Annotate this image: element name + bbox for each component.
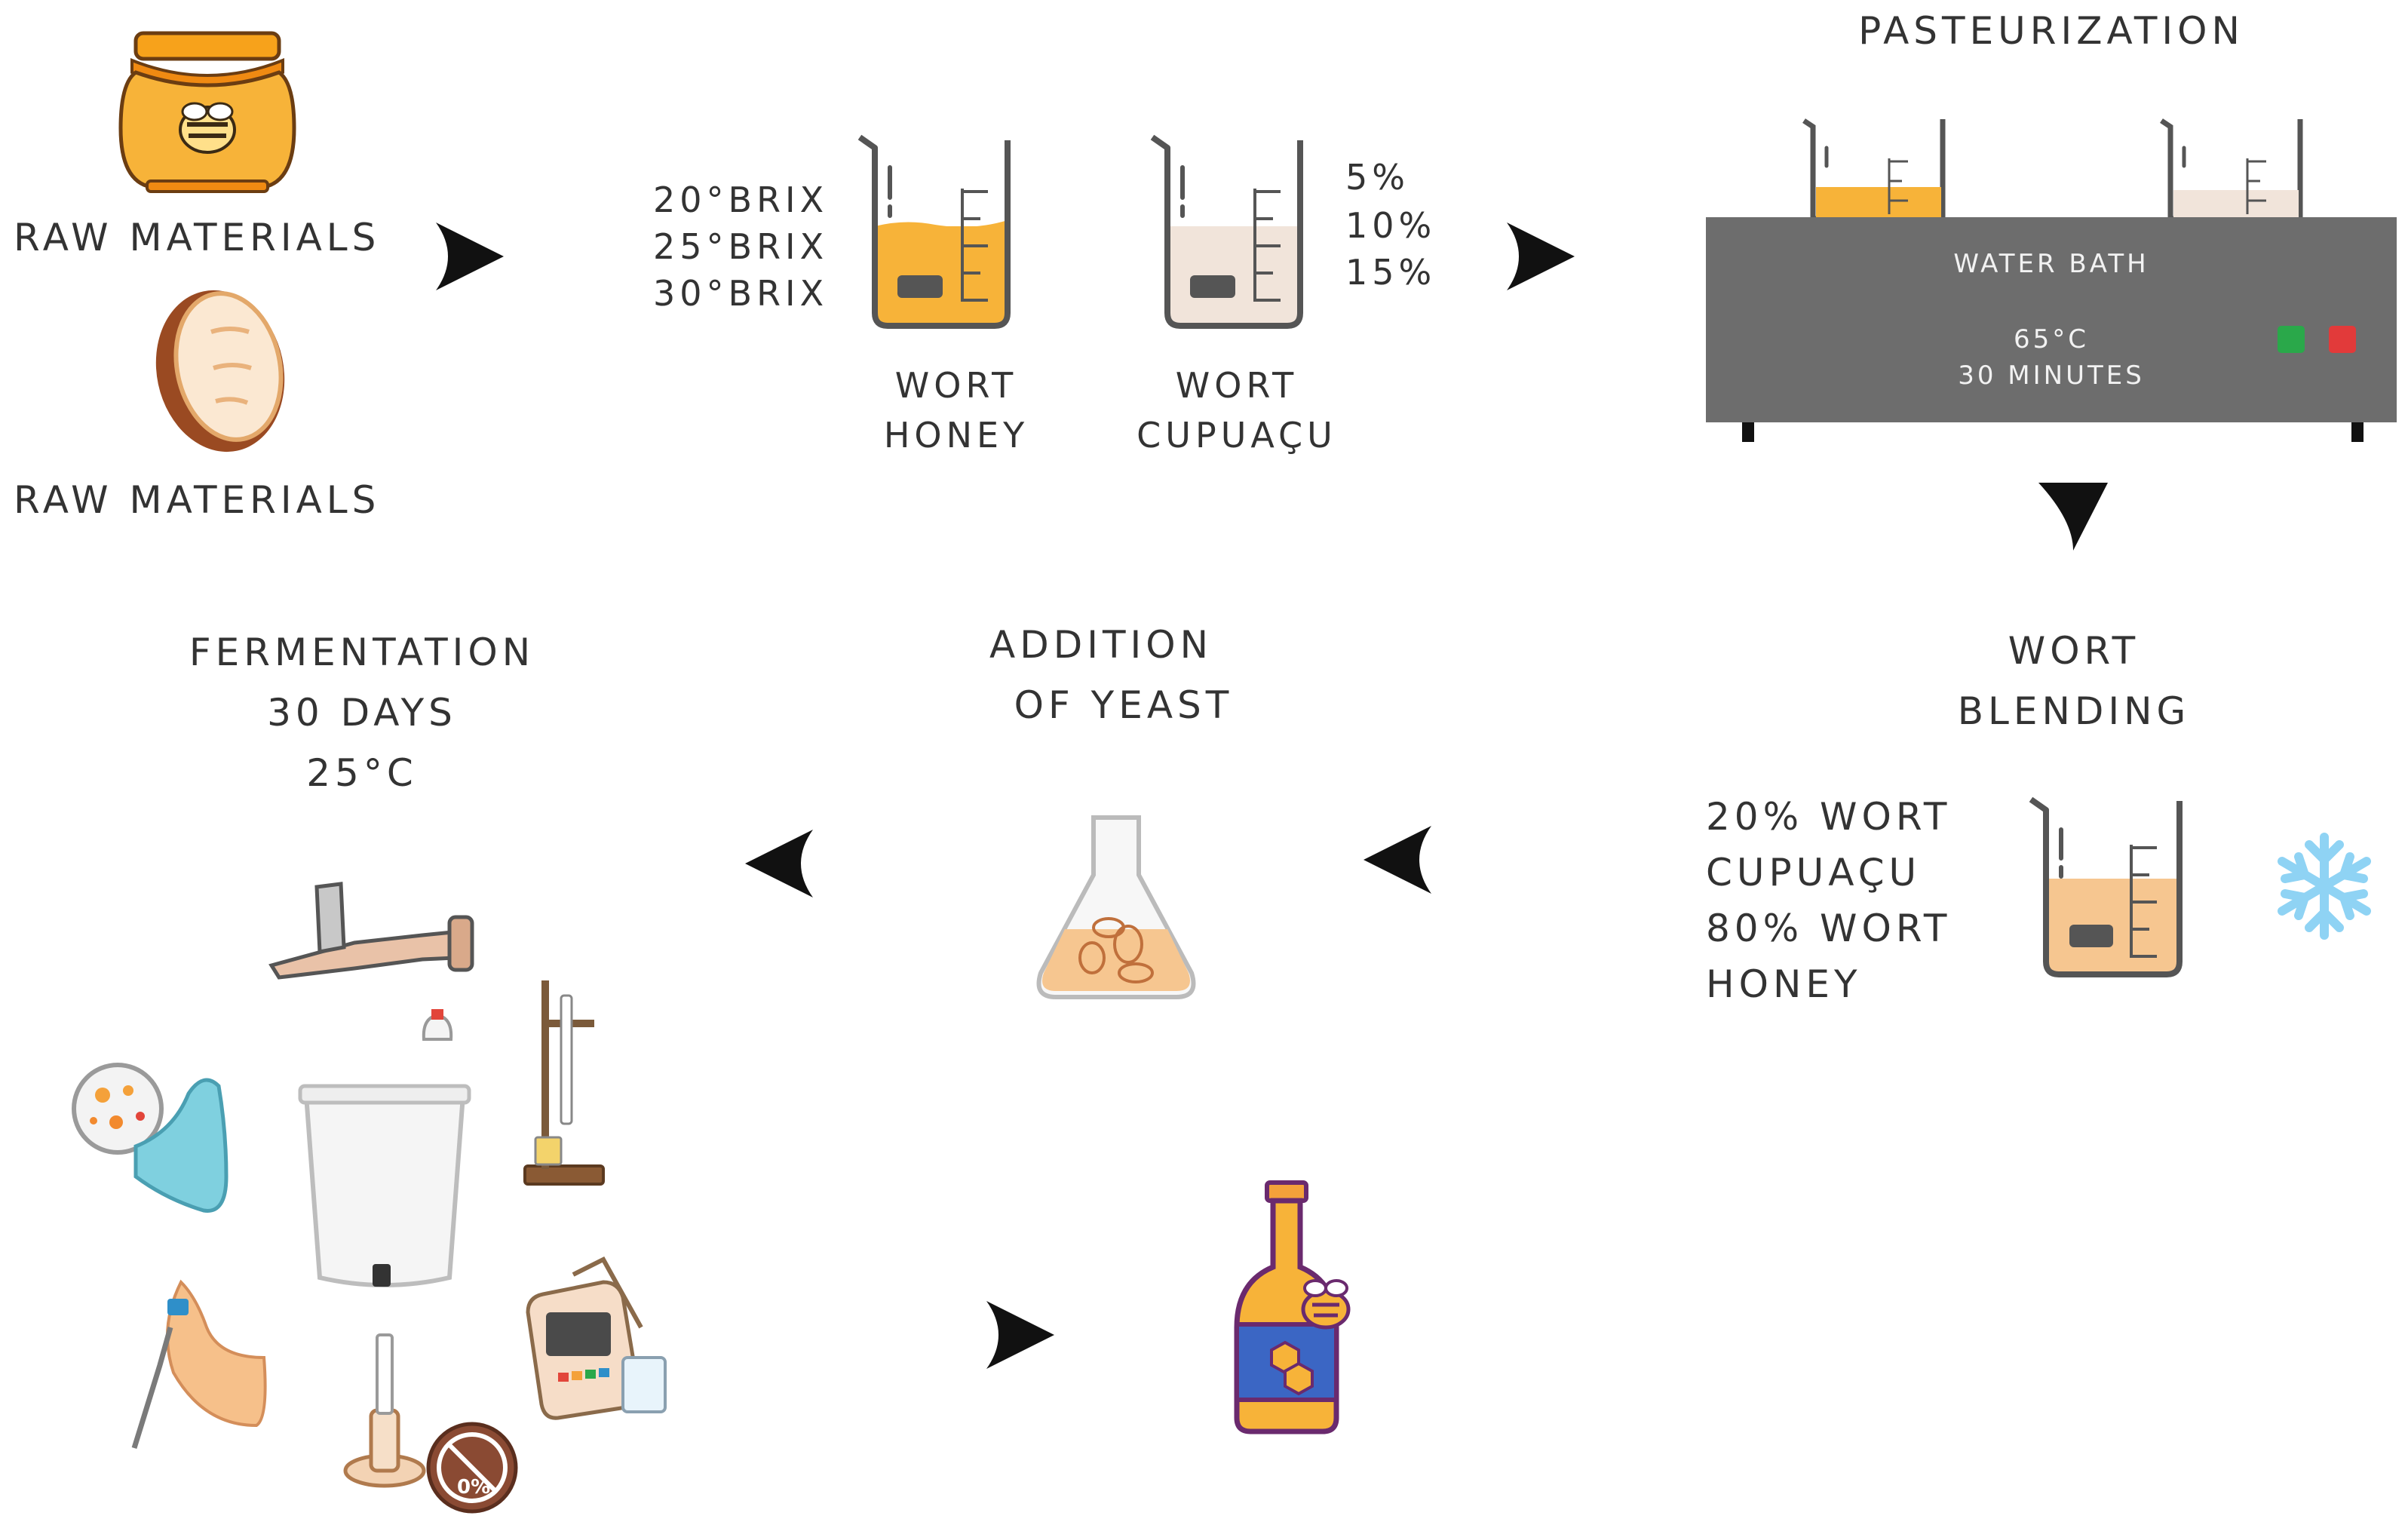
cupuacu-fruit-icon [155, 290, 285, 453]
yeast-title-line1: ADDITION [989, 623, 1213, 667]
wort-honey-label-line1: WORT [894, 365, 1018, 406]
arrow-left-icon [1364, 826, 1431, 894]
fermentation-bucket-icon [298, 1009, 471, 1287]
blend-line: HONEY [1706, 962, 1862, 1006]
brix-value: 30°BRIX [653, 273, 829, 314]
wort-cupuacu-label-line2: CUPUAÇU [1137, 415, 1337, 456]
brix-value: 25°BRIX [653, 226, 829, 267]
fermentation-title: FERMENTATION [189, 631, 535, 674]
wort-cupuacu-label-line1: WORT [1175, 365, 1299, 406]
erlenmeyer-flask-icon [1036, 815, 1196, 999]
power-green-button [2278, 326, 2305, 353]
honey-jar-icon [118, 31, 296, 193]
raw-material-honey-label: RAW MATERIALS [14, 216, 381, 259]
mead-bottle-icon [1234, 1180, 1351, 1434]
blend-line: 20% WORT [1706, 795, 1952, 839]
water-bath-duration: 30 MINUTES [1958, 361, 2145, 391]
arrow-right-icon [436, 222, 504, 290]
snowflake-icon [2278, 833, 2371, 940]
burner-icon [343, 1333, 426, 1488]
arrow-down-icon [2038, 483, 2108, 551]
yeast-title-line2: OF YEAST [1014, 683, 1234, 727]
blend-beaker-icon [2029, 796, 2183, 977]
raw-material-cupuacu-label: RAW MATERIALS [14, 478, 381, 522]
wort-blending-title-line1: WORT [2008, 629, 2140, 673]
refractometer-icon [268, 882, 474, 980]
blend-line: 80% WORT [1706, 907, 1952, 950]
burette-stand-icon [523, 980, 605, 1186]
wort-blending-title-line2: BLENDING [1957, 689, 2191, 733]
blend-line: CUPUAÇU [1706, 851, 1922, 894]
pasteurization-title: PASTEURIZATION [1858, 9, 2244, 53]
power-red-button [2329, 326, 2356, 353]
honey-wort-beaker-icon [857, 134, 1011, 329]
fermentation-temperature: 25°C [306, 751, 418, 795]
arrow-left-icon [745, 830, 813, 897]
percent-value: 5% [1345, 157, 1410, 198]
zero-alcohol-badge-icon: 0% [426, 1422, 518, 1514]
cupuacu-wort-beaker-icon [1150, 134, 1303, 329]
petri-dish-icon [72, 1063, 229, 1213]
micropipette-icon [131, 1279, 267, 1450]
water-bath-icon [1706, 118, 2397, 442]
brix-value: 20°BRIX [653, 179, 829, 220]
fermentation-duration: 30 DAYS [267, 691, 457, 735]
ph-meter-icon [526, 1256, 667, 1420]
arrow-right-icon [1507, 222, 1575, 290]
water-bath-label: WATER BATH [1953, 249, 2149, 279]
wort-honey-label-line2: HONEY [883, 415, 1029, 456]
water-bath-temperature: 65°C [2013, 324, 2089, 354]
arrow-right-icon [986, 1301, 1054, 1369]
percent-value: 10% [1345, 205, 1437, 246]
percent-value: 15% [1345, 252, 1437, 293]
svg-text:0%: 0% [457, 1476, 490, 1499]
